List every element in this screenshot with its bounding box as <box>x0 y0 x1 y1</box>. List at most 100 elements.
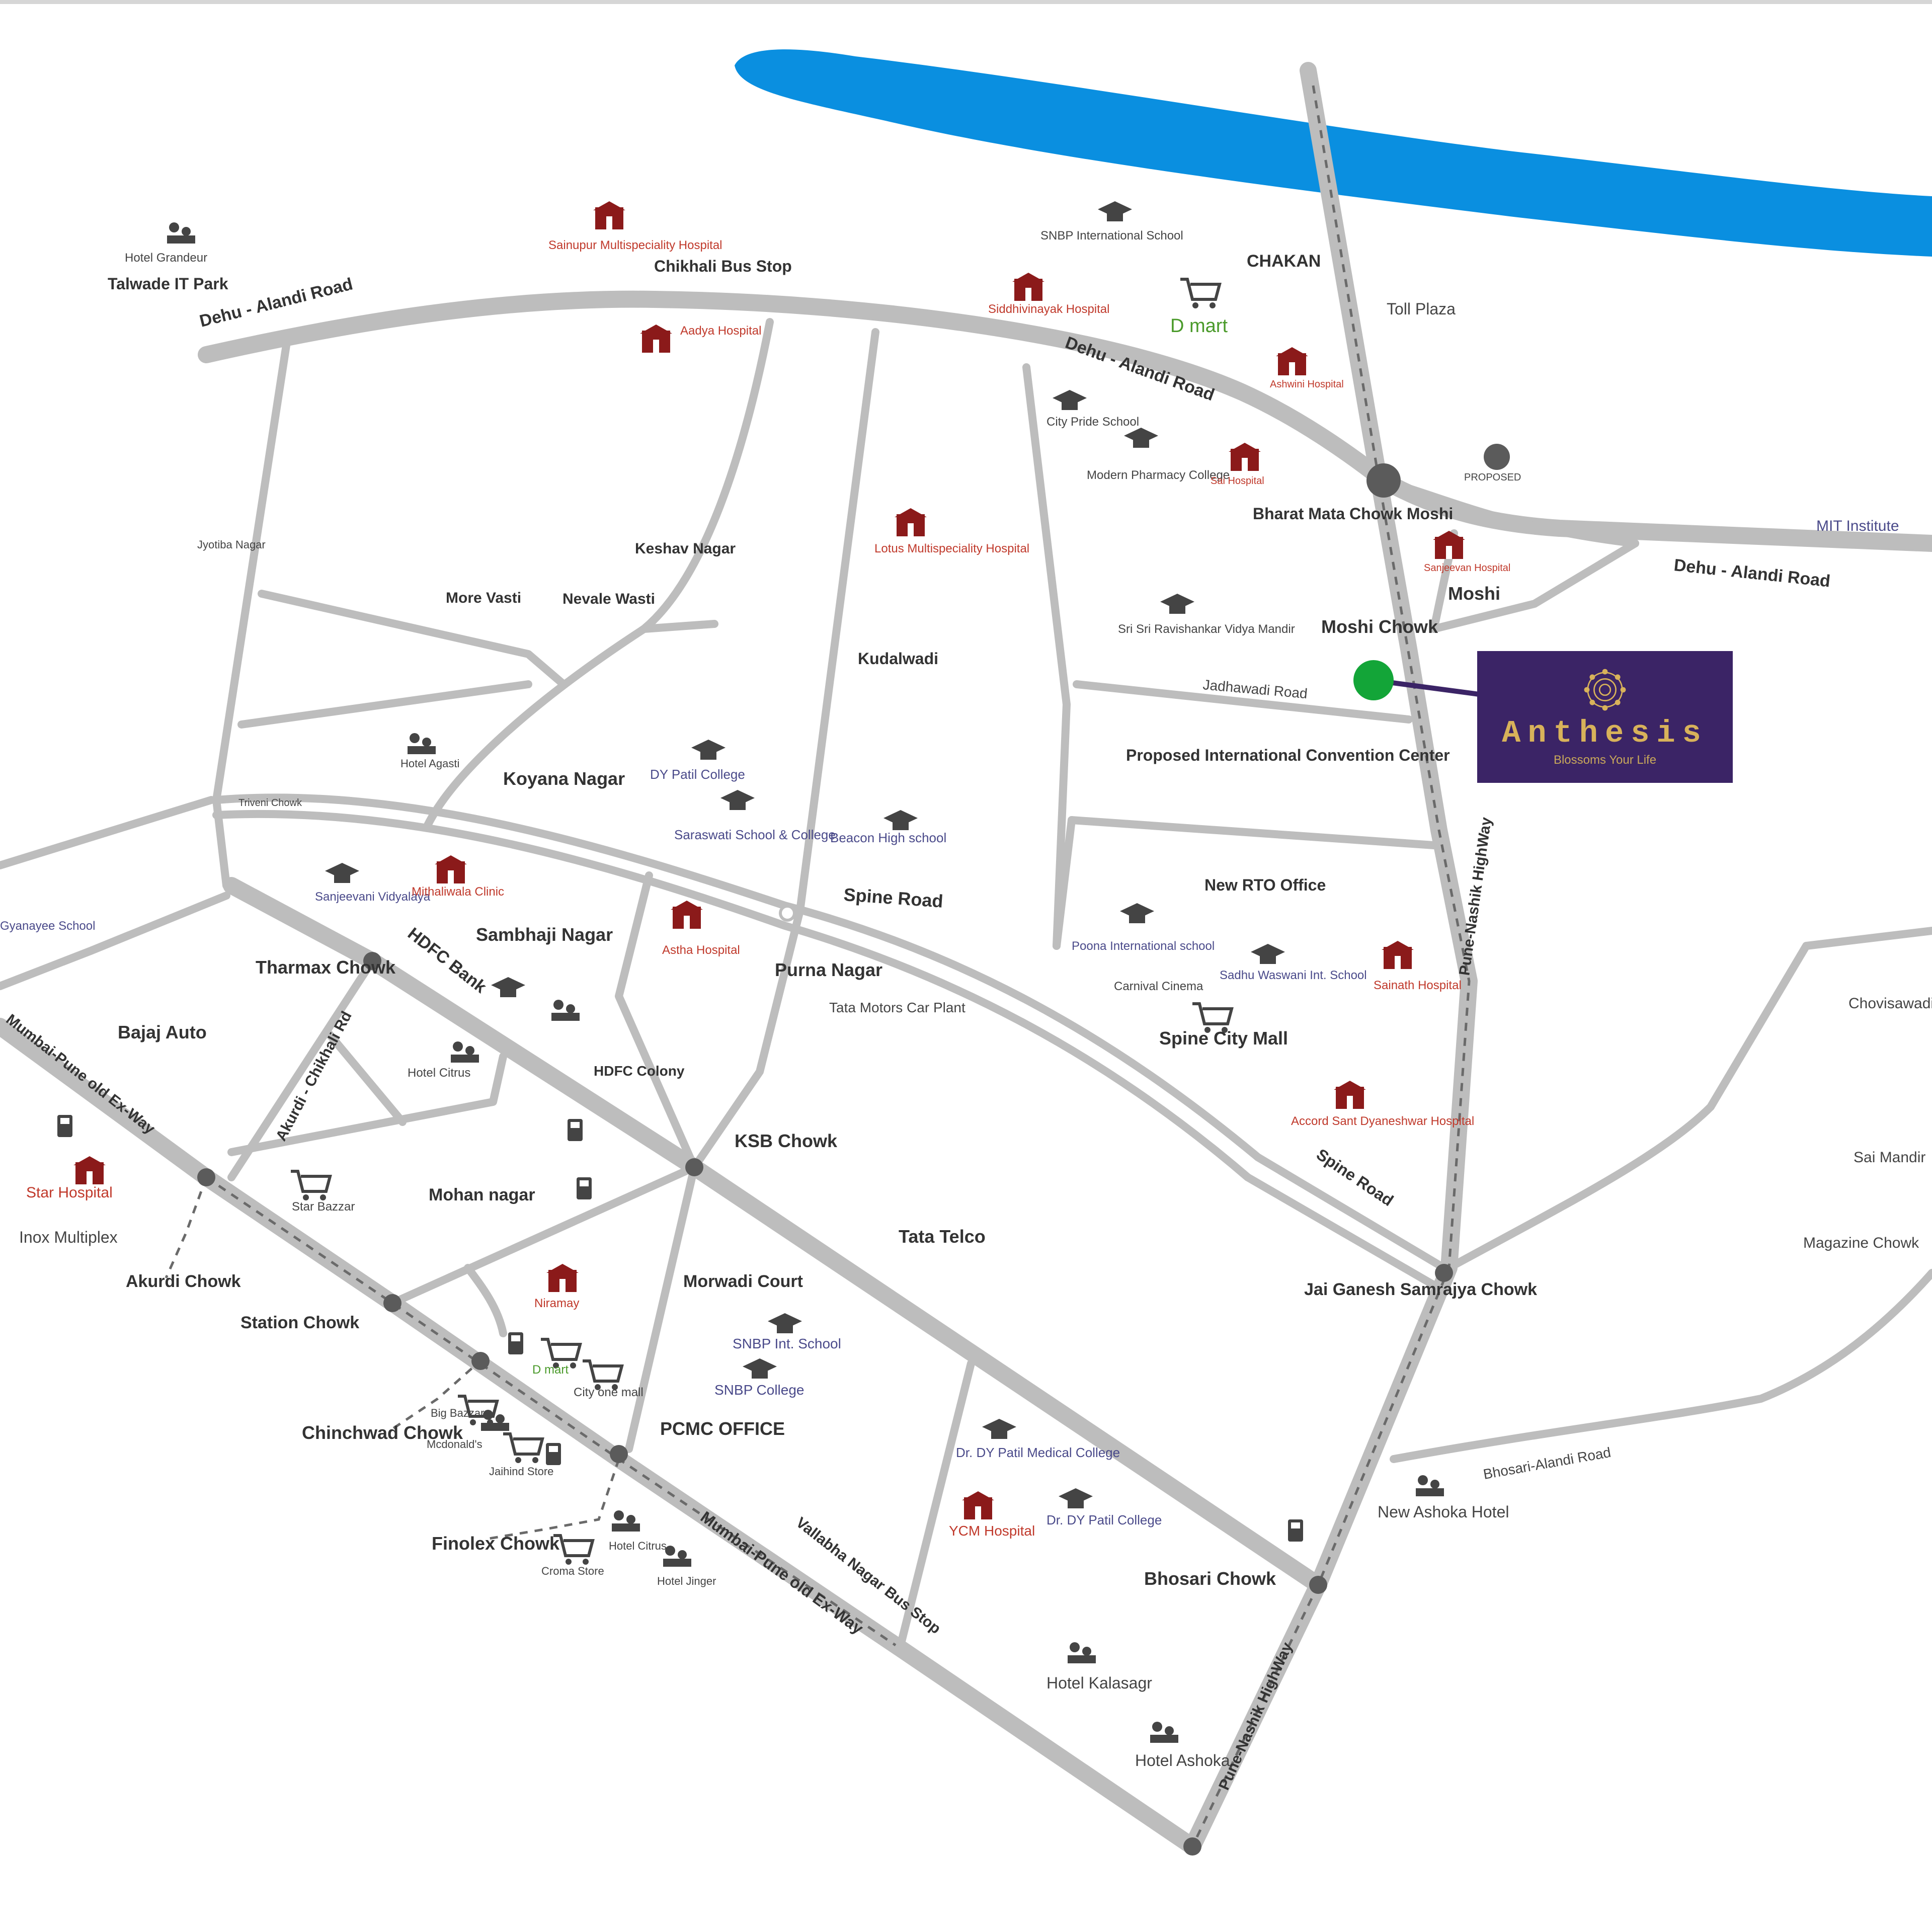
label-big-bazzar: Big Bazzar <box>431 1407 484 1419</box>
label-purna-nagar: Purna Nagar <box>775 959 882 980</box>
label-star-hospital: Star Hospital <box>26 1184 113 1201</box>
brand-card[interactable]: Anthesis Blossoms Your Life <box>1477 651 1733 783</box>
label-jai-ganesh: Jai Ganesh Samrajya Chowk <box>1304 1280 1537 1299</box>
hotel-icon <box>663 1546 691 1567</box>
fuel-pump-icon <box>568 1119 583 1141</box>
label-hotel-citrus-2: Hotel Citrus <box>609 1540 667 1552</box>
graduation-cap-icon <box>982 1419 1016 1439</box>
fuel-pump-icon <box>546 1443 561 1465</box>
hotel-icon <box>408 733 436 754</box>
label-snbp-intl: SNBP International School <box>1040 229 1183 243</box>
label-dmart-2: D mart <box>532 1363 569 1377</box>
label-ycm: YCM Hospital <box>949 1523 1035 1539</box>
hotel-icon <box>1068 1642 1096 1663</box>
node-station <box>383 1294 401 1312</box>
label-lotus: Lotus Multispeciality Hospital <box>874 542 1029 555</box>
shopping-cart-icon <box>583 1359 624 1390</box>
hospital-icon <box>435 855 467 883</box>
project-marker <box>1353 660 1480 700</box>
label-sadhu-vaswani: Sadhu Waswani Int. School <box>1220 969 1367 982</box>
label-sanjeevan: Sanjeevan Hospital <box>1424 562 1510 574</box>
road-labels: Dehu - Alandi Road Dehu - Alandi Road De… <box>3 274 1899 1793</box>
label-kudalwadi: Kudalwadi <box>858 650 938 668</box>
label-bharat-mata: Bharat Mata Chowk Moshi <box>1253 505 1453 523</box>
label-chikhali-bus: Chikhali Bus Stop <box>654 257 792 275</box>
shopping-cart-icon <box>503 1432 544 1463</box>
label-akurdi-chowk: Akurdi Chowk <box>126 1272 241 1291</box>
label-proposed-icc: Proposed International Convention Center <box>1126 746 1450 764</box>
label-nevale: Nevale Wasti <box>562 591 655 607</box>
node-pcmc <box>610 1445 628 1463</box>
hotel-icon <box>551 1000 580 1021</box>
shopping-cart-icon <box>1192 1002 1234 1033</box>
node-akurdi <box>197 1168 215 1186</box>
hospital-icon <box>1433 531 1465 559</box>
hospital-icon <box>1382 941 1414 969</box>
road-label-pune-nashik-north: Pune-Nashik HighWay <box>1456 816 1495 977</box>
road-label-spine-road-1: Spine Road <box>843 884 943 912</box>
label-inox: Inox Multiplex <box>19 1228 118 1246</box>
label-city-pride: City Pride School <box>1046 415 1139 429</box>
hospital-icon <box>593 201 625 229</box>
junction-nodes <box>197 444 1510 1856</box>
label-snbp-int-school: SNBP Int. School <box>733 1336 841 1351</box>
node-proposed <box>1484 444 1510 470</box>
label-dy-college: Dr. DY Patil College <box>1046 1512 1162 1527</box>
road-label-akurdi-chikhali: Akurdi - Chikhali Rd <box>273 1009 355 1144</box>
label-keshav: Keshav Nagar <box>635 540 736 557</box>
label-proposed: PROPOSED <box>1464 472 1521 483</box>
label-dmart-1: D mart <box>1170 315 1228 337</box>
label-modern-pharmacy: Modern Pharmacy College <box>1087 468 1230 482</box>
hotel-icon <box>1150 1722 1178 1743</box>
label-pcmc: PCMC OFFICE <box>660 1418 785 1439</box>
icons <box>57 201 1465 1743</box>
label-toll-plaza: Toll Plaza <box>1387 300 1456 318</box>
hospital-icon <box>962 1491 994 1519</box>
label-snbp-college: SNBP College <box>714 1382 804 1398</box>
label-astha: Astha Hospital <box>662 943 740 957</box>
project-location-dot <box>1353 660 1394 700</box>
label-jaihind: Jaihind Store <box>489 1465 553 1478</box>
label-moshi: Moshi <box>1448 583 1500 604</box>
graduation-cap-icon <box>491 977 525 997</box>
road-label-bhosari-alandi: Bhosari-Alandi Road <box>1482 1444 1612 1482</box>
label-beacon: Beacon High school <box>830 830 946 845</box>
graduation-cap-icon <box>720 790 755 810</box>
graduation-cap-icon <box>1124 428 1158 448</box>
label-morwadi: Morwadi Court <box>683 1272 803 1291</box>
label-mithaliwala: Mithaliwala Clinic <box>412 885 504 899</box>
shopping-cart-icon <box>1180 278 1222 308</box>
label-sai-mandir: Sai Mandir <box>1854 1149 1925 1166</box>
label-hotel-grandeur: Hotel Grandeur <box>125 251 207 265</box>
label-spine-city-mall: Spine City Mall <box>1159 1028 1288 1049</box>
road-mumbai-pune <box>0 1018 1201 1855</box>
hotel-icon <box>1416 1475 1444 1496</box>
label-dy-patil: DY Patil College <box>650 767 745 782</box>
label-hotel-kalasagar: Hotel Kalasagr <box>1046 1674 1152 1692</box>
road-label-mit-institute: MIT Institute <box>1816 518 1899 534</box>
graduation-cap-icon <box>768 1313 802 1333</box>
label-station-chowk: Station Chowk <box>240 1313 359 1332</box>
node-tharmax <box>363 952 381 970</box>
graduation-cap-icon <box>325 863 359 883</box>
label-koyana: Koyana Nagar <box>503 768 625 789</box>
label-sri-sri: Sri Sri Ravishankar Vidya Mandir <box>1118 622 1295 636</box>
shopping-cart-icon <box>291 1170 332 1200</box>
label-ashwini: Ashwini Hospital <box>1270 379 1344 390</box>
label-city-one: City one mall <box>574 1386 643 1399</box>
label-more-vasti: More Vasti <box>446 590 521 606</box>
road-label-pune-nashik-south: Pune-Nashik HighWay <box>1216 1640 1296 1793</box>
label-croma: Croma Store <box>541 1565 604 1577</box>
label-aadya: Aadya Hospital <box>680 324 761 338</box>
hotel-icon <box>481 1410 509 1431</box>
hotel-icon <box>167 222 195 244</box>
hospital-icon <box>671 901 703 929</box>
hospital-icon <box>640 325 672 353</box>
label-nyanayee: Gyanayee School <box>0 919 95 933</box>
label-finolex: Finolex Chowk <box>432 1533 560 1554</box>
label-sai-hospital: Sai Hospital <box>1211 475 1264 487</box>
label-mcdonalds: Mcdonald's <box>427 1438 482 1451</box>
road-label-dehu-alandi-east: Dehu - Alandi Road <box>1673 555 1831 591</box>
hotel-icon <box>612 1510 640 1532</box>
